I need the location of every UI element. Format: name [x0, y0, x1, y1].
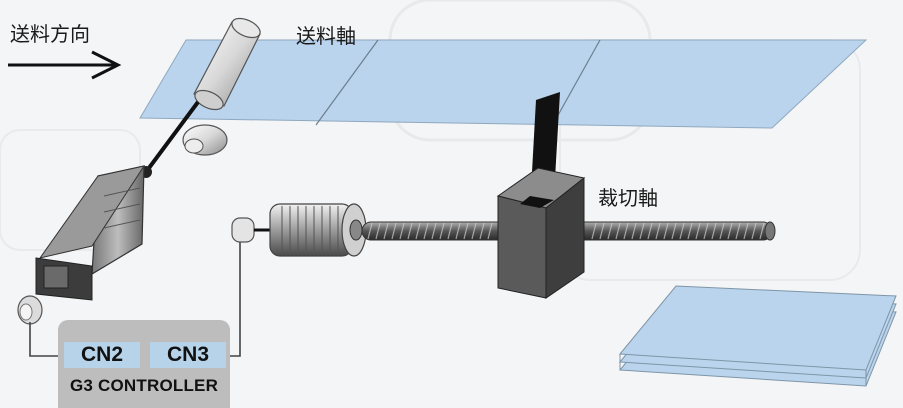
cut-sheet-stack	[618, 285, 897, 387]
cn3-port-label: CN3	[150, 342, 226, 368]
feed-roller-bottom	[182, 124, 228, 156]
cn2-port-label: CN2	[64, 342, 140, 368]
cut-axis-motor	[231, 203, 367, 257]
feed-axis-label: 送料軸	[296, 24, 356, 48]
material-sheet	[139, 39, 868, 129]
feed-direction-arrow	[8, 50, 122, 80]
feed-direction-label: 送料方向	[10, 22, 90, 46]
feed-actuator	[35, 165, 146, 301]
controller-name: G3 CONTROLLER	[70, 376, 219, 395]
g3-controller: CN2 CN3 G3 CONTROLLER	[58, 320, 230, 408]
cut-axis-label: 裁切軸	[598, 186, 658, 210]
cutter-carriage	[496, 167, 586, 299]
feed-roller-top	[193, 17, 261, 111]
feed-motor-cap	[17, 295, 43, 325]
